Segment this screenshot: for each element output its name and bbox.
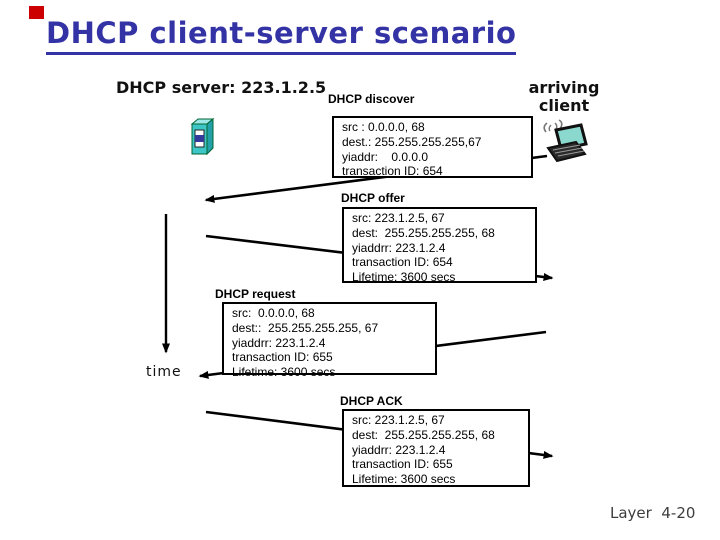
pkt-field-dest: dest: 255.255.255.255, 68 — [352, 427, 495, 442]
dhcp-ack-box: src: 223.1.2.5, 67 dest: 255.255.255.255… — [342, 409, 530, 487]
dhcp-request-label: DHCP request — [215, 287, 296, 301]
pkt-field-yiaddr: yiaddr: 0.0.0.0 — [342, 149, 429, 164]
slide-title: DHCP client-server scenario — [46, 17, 517, 55]
pkt-field-src: src: 0.0.0.0, 68 — [232, 306, 315, 320]
dhcp-offer-box: src: 223.1.2.5, 67 dest: 255.255.255.255… — [342, 207, 537, 285]
laptop-base — [546, 140, 587, 163]
pkt-field-src: src: 223.1.2.5, 67 — [352, 413, 445, 427]
arriving-client-label-line1: arriving — [528, 78, 600, 97]
pkt-field-yiaddr: yiaddrr: 223.1.2.4 — [232, 335, 326, 350]
pkt-field-transaction-id: transaction ID: 654 — [352, 255, 453, 270]
pkt-field-lifetime: Lifetime: 3600 secs — [352, 270, 456, 285]
pkt-field-transaction-id: transaction ID: 654 — [342, 164, 443, 179]
arriving-client-label: arriving client — [524, 79, 604, 115]
red-square-marker — [29, 6, 44, 19]
server-icon — [190, 118, 215, 156]
pkt-field-lifetime: Lifetime: 3600 secs — [352, 472, 456, 487]
dhcp-ack-label: DHCP ACK — [340, 394, 403, 408]
dhcp-discover-box: src : 0.0.0.0, 68 dest.: 255.255.255.255… — [332, 116, 533, 178]
slide-number: Layer 4-20 — [610, 504, 696, 522]
laptop-screen — [554, 123, 588, 151]
pkt-field-yiaddr: yiaddrr: 223.1.2.4 — [352, 442, 446, 457]
dhcp-discover-label: DHCP discover — [328, 92, 415, 106]
pkt-field-yiaddr: yiaddrr: 223.1.2.4 — [352, 240, 446, 255]
pkt-field-transaction-id: transaction ID: 655 — [352, 457, 453, 472]
pkt-field-src: src: 223.1.2.5, 67 — [352, 211, 445, 225]
dhcp-offer-label: DHCP offer — [341, 191, 405, 205]
laptop-icon — [543, 119, 588, 163]
pkt-field-dest: dest.: 255.255.255.255,67 — [342, 134, 482, 149]
time-axis-label: time — [146, 364, 182, 380]
dhcp-request-box: src: 0.0.0.0, 68 dest:: 255.255.255.255,… — [222, 302, 437, 379]
pkt-field-dest: dest: 255.255.255.255, 68 — [352, 225, 495, 240]
pkt-field-transaction-id: transaction ID: 655 — [232, 350, 333, 365]
pkt-field-lifetime: Lifetime: 3600 secs — [232, 365, 336, 380]
pkt-field-src: src : 0.0.0.0, 68 — [342, 120, 425, 134]
pkt-field-dest: dest:: 255.255.255.255, 67 — [232, 320, 379, 335]
arriving-client-label-line2: client — [538, 96, 590, 115]
dhcp-server-label: DHCP server: 223.1.2.5 — [116, 78, 327, 97]
